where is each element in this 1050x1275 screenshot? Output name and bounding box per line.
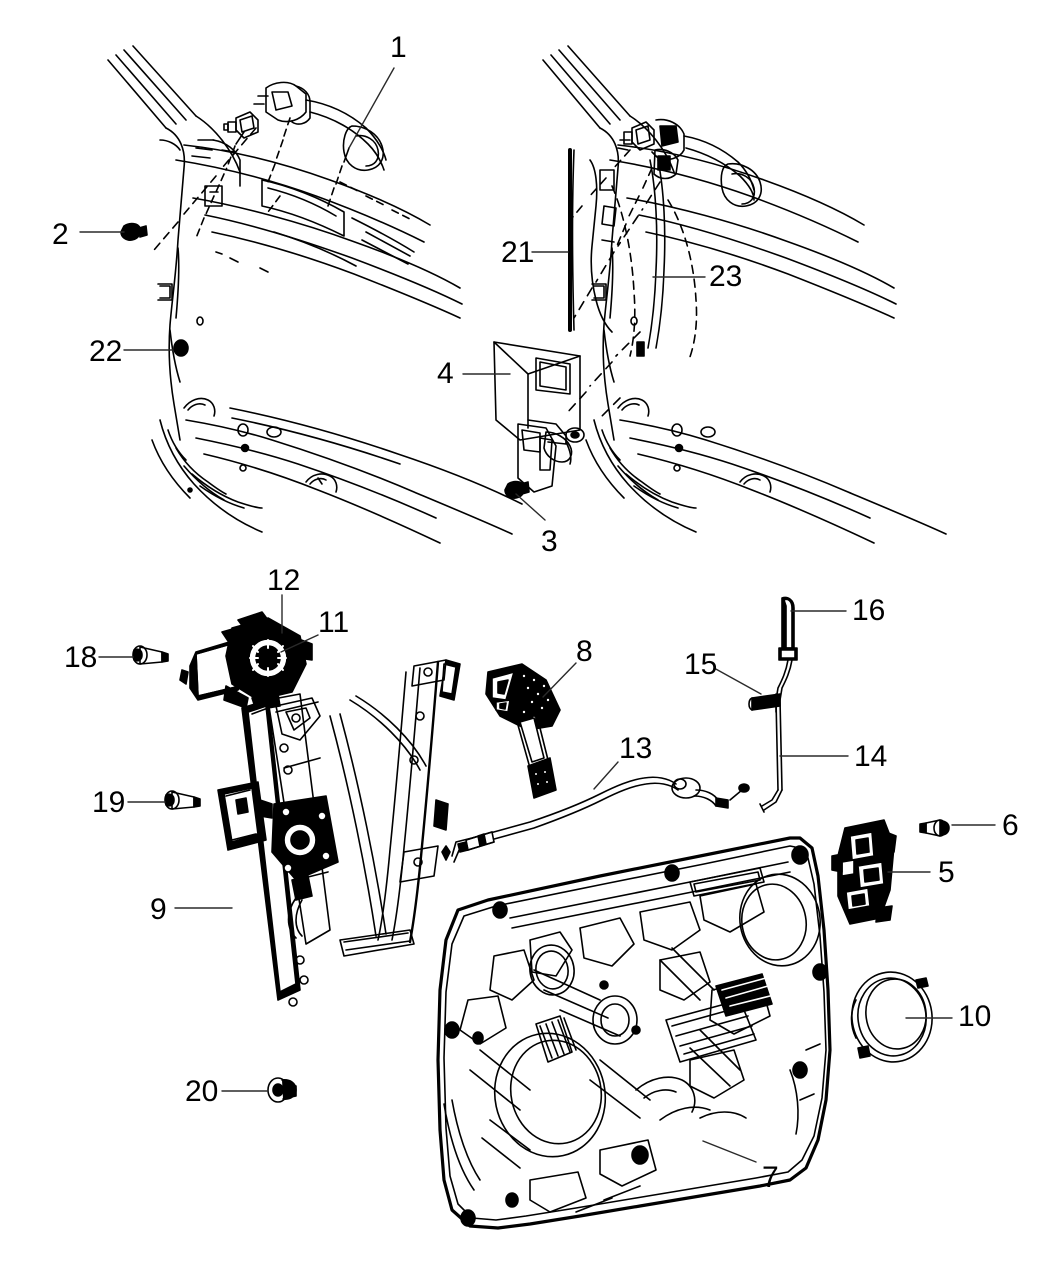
callout-number-2: 2: [52, 218, 69, 251]
callout-number-15: 15: [684, 648, 718, 681]
bolt-19: [164, 790, 201, 810]
door-module-panel: [436, 836, 832, 1230]
callout-number-20: 20: [185, 1075, 219, 1108]
callout-number-7: 7: [762, 1161, 779, 1194]
latch-cable-13: [441, 776, 750, 863]
part-4-bracket: [493, 341, 585, 499]
callout-number-12: 12: [267, 564, 301, 597]
door-latch: [831, 819, 897, 925]
callout-number-22: 22: [89, 335, 123, 368]
leader-line-13: [593, 761, 619, 790]
upper-right-door-shell: [542, 45, 947, 544]
callout-number-5: 5: [938, 856, 955, 889]
speaker-gasket: [850, 971, 933, 1063]
window-regulator: [217, 659, 461, 1007]
callout-number-10: 10: [958, 1000, 992, 1033]
callout-number-3: 3: [541, 525, 558, 558]
screw-3: [504, 480, 530, 499]
callout-number-19: 19: [92, 786, 126, 819]
callout-number-18: 18: [64, 641, 98, 674]
callout-number-1: 1: [390, 31, 407, 64]
callout-number-14: 14: [854, 740, 888, 773]
callout-number-16: 16: [852, 594, 886, 627]
screw-20: [267, 1077, 297, 1103]
window-motor: [179, 611, 313, 711]
part-8-inside-handle: [485, 663, 561, 799]
callout-number-6: 6: [1002, 809, 1019, 842]
callout-number-21: 21: [501, 236, 535, 269]
leader-line-8: [542, 662, 577, 698]
callout-number-8: 8: [576, 635, 593, 668]
bolt-6: [919, 819, 950, 837]
callout-number-9: 9: [150, 893, 167, 926]
leader-line-15: [713, 667, 762, 695]
lock-rod: [748, 596, 798, 813]
leader-line-11: [280, 634, 319, 653]
callout-number-23: 23: [709, 260, 743, 293]
leader-line-1: [348, 67, 395, 149]
callout-number-13: 13: [619, 732, 653, 765]
screw-2: [120, 222, 148, 241]
leader-line-3: [515, 493, 546, 521]
bolt-18: [132, 645, 169, 665]
leader-line-7: [702, 1140, 757, 1163]
callout-number-4: 4: [437, 357, 454, 390]
callout-number-11: 11: [318, 606, 350, 639]
upper-left-door-shell: [107, 45, 523, 544]
